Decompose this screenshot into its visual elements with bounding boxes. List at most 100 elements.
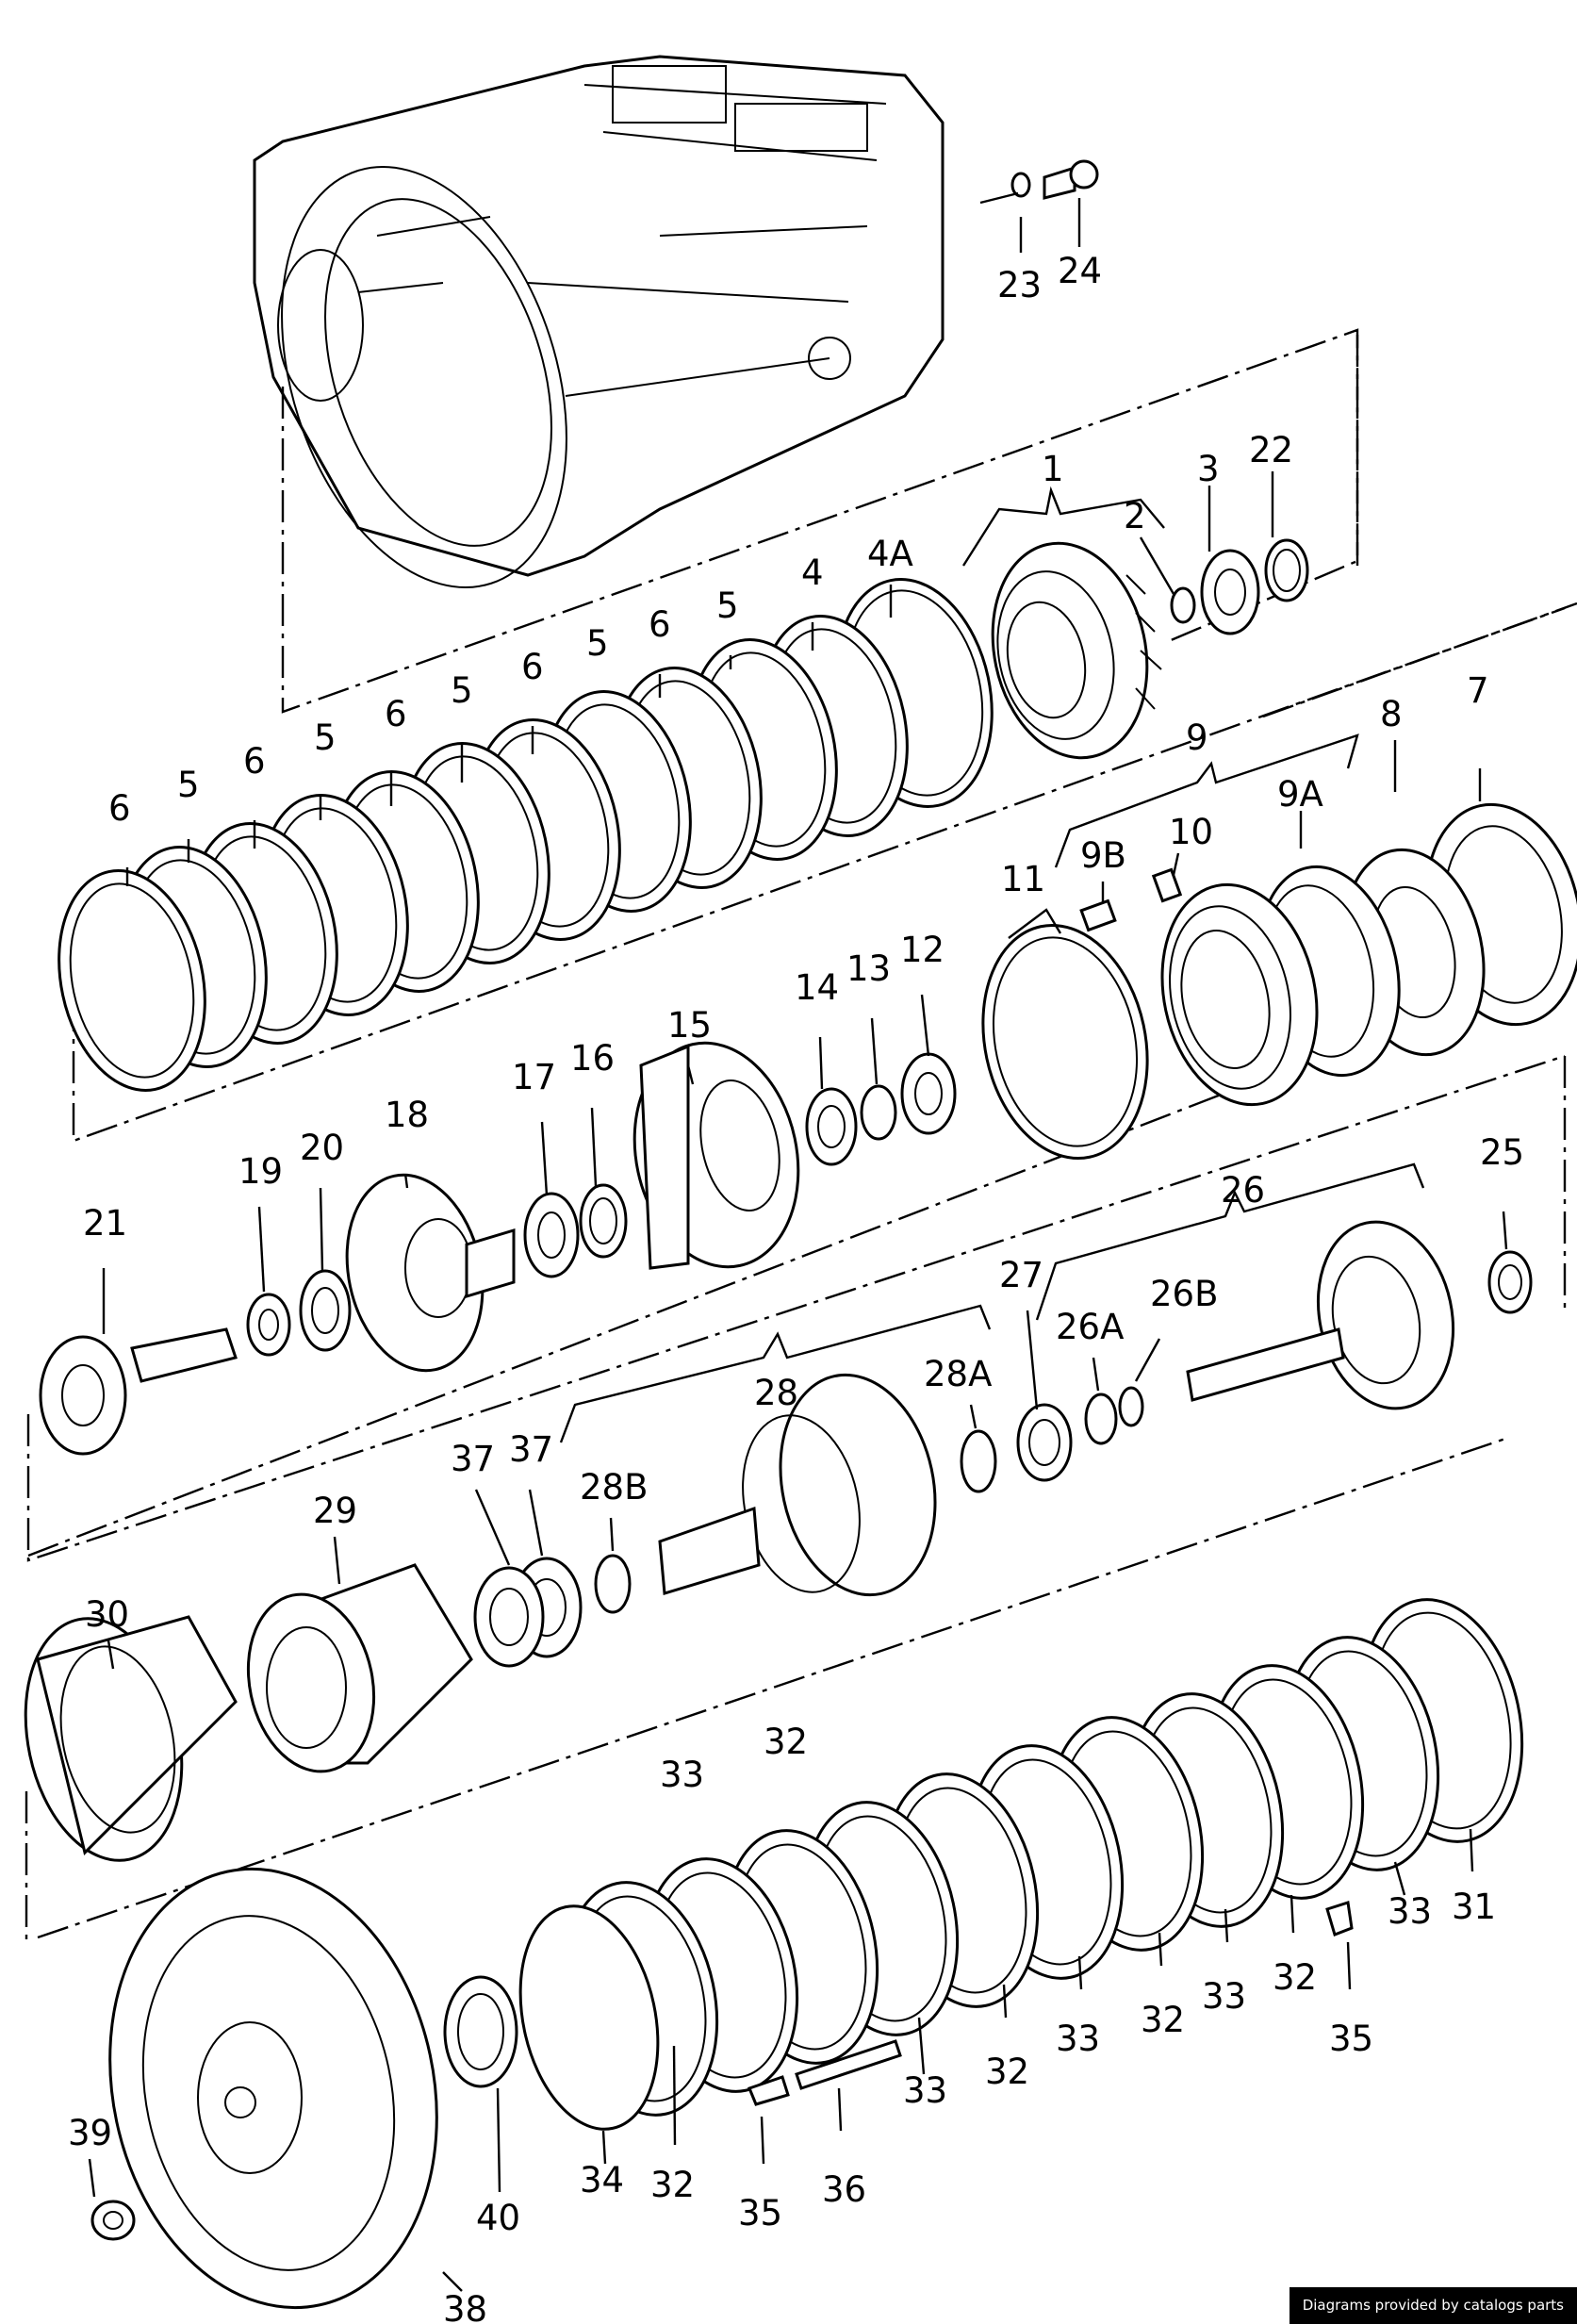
- label-38: 38: [443, 2289, 487, 2324]
- label-29: 29: [313, 1491, 357, 1531]
- gear-18: [345, 1173, 516, 1373]
- planet-carrier-15: [632, 1041, 800, 1270]
- label-26: 26: [1221, 1170, 1265, 1211]
- label-17: 17: [512, 1057, 556, 1097]
- label-37-b: 37: [509, 1429, 553, 1470]
- needle-bearing-19: [246, 1293, 291, 1357]
- ring-28b: [594, 1554, 632, 1614]
- label-13: 13: [846, 948, 891, 989]
- label-5-c: 5: [451, 670, 473, 711]
- thrust-bearing-17: [523, 1192, 580, 1278]
- washer-26b: [1118, 1386, 1144, 1427]
- label-28a: 28A: [924, 1354, 992, 1394]
- label-6-a: 6: [649, 604, 671, 645]
- label-14: 14: [795, 967, 839, 1008]
- clutch-plates-lower: [563, 1598, 1524, 2117]
- label-3: 3: [1197, 449, 1220, 489]
- label-26b: 26B: [1150, 1274, 1218, 1314]
- label-15: 15: [667, 1005, 712, 1046]
- label-23: 23: [997, 265, 1042, 305]
- label-6-e: 6: [108, 788, 131, 829]
- label-24: 24: [1058, 251, 1102, 291]
- thrust-bearing-14: [805, 1087, 858, 1166]
- label-32-a: 32: [1273, 1957, 1317, 1998]
- label-33-c: 33: [1056, 2019, 1100, 2059]
- drum-28: [658, 1373, 937, 1597]
- thrust-bearing-3: [1200, 549, 1260, 635]
- shims-37: [473, 1557, 583, 1668]
- label-11: 11: [1001, 859, 1045, 899]
- spring-9b: [1079, 898, 1117, 932]
- label-37-a: 37: [451, 1439, 495, 1479]
- pinion-shaft-21: [39, 1327, 238, 1456]
- credit-banner: Diagrams provided by catalogs parts: [1289, 2287, 1577, 2324]
- label-5-a: 5: [716, 585, 739, 626]
- label-30: 30: [85, 1594, 129, 1635]
- label-28b: 28B: [580, 1467, 648, 1508]
- label-12: 12: [900, 930, 945, 970]
- label-21: 21: [83, 1203, 127, 1244]
- washer-16: [579, 1183, 628, 1259]
- label-33-a: 33: [1388, 1891, 1432, 1932]
- label-1: 1: [1042, 449, 1064, 489]
- label-10: 10: [1169, 812, 1213, 852]
- label-5-e: 5: [177, 765, 200, 805]
- label-26a: 26A: [1056, 1307, 1124, 1347]
- label-6-b: 6: [521, 647, 544, 687]
- bearing-27: [1016, 1403, 1073, 1482]
- planet-gear-12: [900, 1052, 957, 1135]
- label-36: 36: [822, 2169, 866, 2210]
- ring-26a: [1084, 1393, 1118, 1445]
- label-6-d: 6: [243, 741, 266, 782]
- clutch-drum-1: [991, 541, 1162, 760]
- label-4: 4: [801, 552, 824, 593]
- label-33-b: 33: [1202, 1976, 1246, 2017]
- label-32-e: 32: [650, 2165, 695, 2205]
- label-19: 19: [238, 1151, 283, 1192]
- label-32-c: 32: [985, 2052, 1029, 2092]
- thrust-bearing-20: [299, 1269, 352, 1352]
- clutch-housing-29: [246, 1563, 473, 1773]
- bolt-24: [1043, 159, 1099, 200]
- label-22: 22: [1249, 430, 1293, 470]
- o-ring-34: [518, 1904, 660, 2131]
- label-18: 18: [385, 1095, 429, 1135]
- torque-converter-38: [108, 1867, 438, 2310]
- nut-39: [90, 2200, 136, 2241]
- pin-35-lower: [747, 2075, 790, 2106]
- washer-22: [1264, 538, 1309, 602]
- label-16: 16: [570, 1038, 615, 1079]
- label-6-c: 6: [385, 694, 407, 734]
- label-32-d: 32: [764, 1722, 808, 1762]
- transmission-housing: [253, 55, 945, 588]
- label-7: 7: [1467, 670, 1489, 711]
- roller-10: [1151, 867, 1183, 903]
- label-35-b: 35: [738, 2193, 782, 2233]
- label-32-b: 32: [1141, 2000, 1185, 2040]
- snap-ring-11: [981, 923, 1149, 1161]
- brake-band-30: [24, 1615, 238, 1862]
- label-9: 9: [1186, 717, 1208, 758]
- label-40: 40: [476, 2198, 520, 2238]
- spring-36: [795, 2039, 902, 2090]
- bearing-25: [1487, 1250, 1533, 1314]
- label-33-e: 33: [660, 1755, 704, 1795]
- label-35-a: 35: [1329, 2019, 1373, 2059]
- freewheel-9: [1160, 882, 1319, 1107]
- leader-lines: [88, 191, 1508, 2292]
- label-2: 2: [1124, 496, 1146, 536]
- washer-13: [860, 1084, 897, 1141]
- label-31: 31: [1452, 1887, 1496, 1927]
- pin-35-upper: [1325, 1901, 1354, 1937]
- label-28: 28: [754, 1373, 798, 1413]
- label-34: 34: [580, 2160, 624, 2200]
- label-39: 39: [68, 2113, 112, 2153]
- callout-labels: 24 23 1 2 3 22 4A 4 5 6 5 6 5 6 5 6 5 6 …: [68, 251, 1524, 2324]
- clutch-plates-upper: [57, 578, 994, 1092]
- label-27: 27: [999, 1255, 1043, 1295]
- label-9b: 9B: [1080, 835, 1126, 876]
- drum-shaft-26: [1186, 1220, 1455, 1410]
- label-8: 8: [1380, 694, 1403, 734]
- label-5-d: 5: [314, 717, 337, 758]
